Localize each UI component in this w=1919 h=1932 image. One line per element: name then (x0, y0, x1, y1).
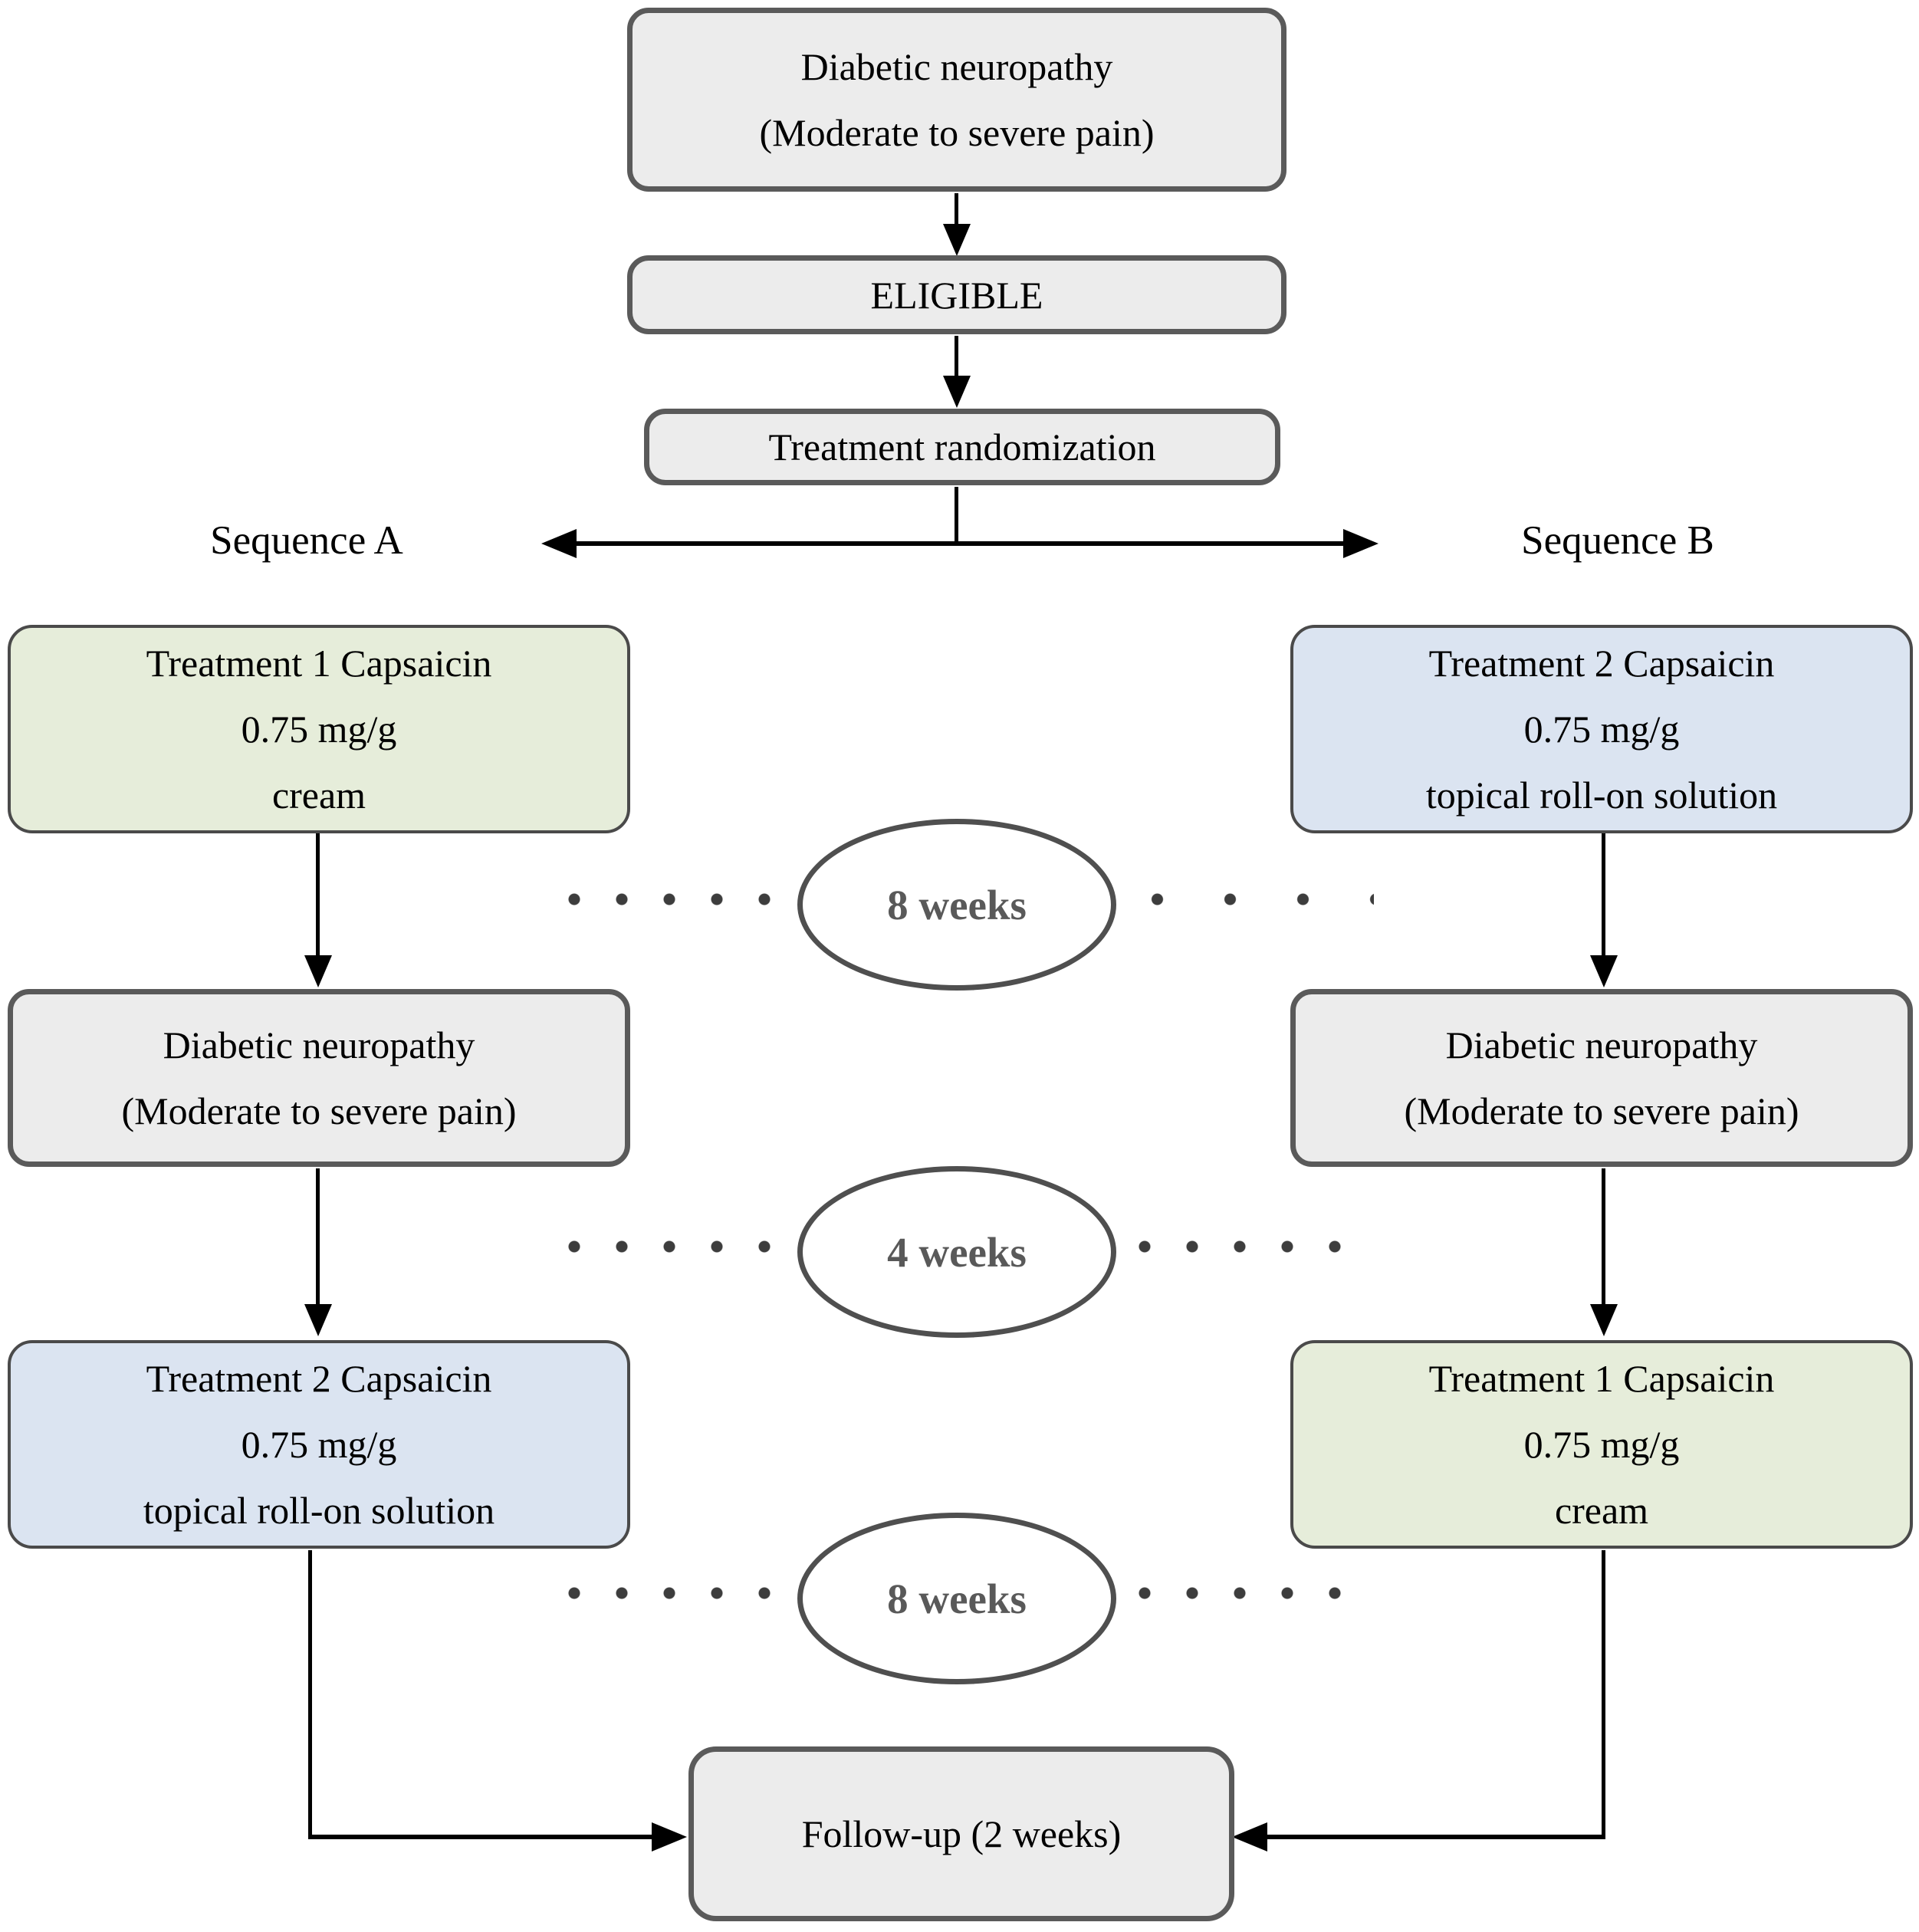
followup-label: Follow-up (2 weeks) (801, 1812, 1122, 1855)
arrow-b2-line (1602, 1168, 1605, 1306)
arrow-a2-head (304, 1304, 332, 1336)
randomization-split-stub (955, 487, 958, 544)
dots-left-duration-3 (550, 1586, 792, 1600)
seq-b-step3-line-3: cream (1554, 1489, 1649, 1532)
dots-right-duration-2 (1121, 1240, 1374, 1254)
eligible-label: ELIGIBLE (870, 273, 1043, 317)
seq-b-step1-line-3: topical roll-on solution (1425, 774, 1778, 816)
seq-b-step2-line-2: (Moderate to severe pain) (1404, 1089, 1799, 1132)
node-seq-a-assessment: Diabetic neuropathy (Moderate to severe … (8, 989, 630, 1167)
seq-b-step3-line-2: 0.75 mg/g (1523, 1423, 1680, 1466)
duration-1-label: 8 weeks (887, 881, 1027, 928)
seq-a-step1-line-3: cream (271, 774, 366, 816)
seq-a-step2-line-2: (Moderate to severe pain) (121, 1089, 517, 1132)
sequence-a-label: Sequence A (210, 518, 403, 563)
connector-b-vertical (1602, 1550, 1605, 1839)
duration-2-label: 4 weeks (887, 1228, 1027, 1276)
dots-right-duration-3 (1121, 1586, 1374, 1600)
node-seq-a-treatment1: Treatment 1 Capsaicin 0.75 mg/g cream (8, 625, 630, 833)
connector-b-horizontal (1267, 1835, 1605, 1839)
sequence-b-label: Sequence B (1521, 518, 1714, 563)
node-seq-b-treatment1: Treatment 1 Capsaicin 0.75 mg/g cream (1290, 1340, 1913, 1549)
arrow-b1-head (1590, 955, 1618, 987)
node-screening: Diabetic neuropathy (Moderate to severe … (627, 8, 1286, 192)
connector-b-head (1232, 1822, 1267, 1852)
dots-left-duration-2 (550, 1240, 792, 1254)
seq-a-step3-line-1: Treatment 2 Capsaicin (146, 1357, 492, 1400)
seq-b-step1-line-2: 0.75 mg/g (1523, 708, 1680, 751)
seq-a-step1-line-2: 0.75 mg/g (241, 708, 397, 751)
dots-left-duration-1 (550, 892, 792, 906)
duration-ellipse-3: 8 weeks (797, 1513, 1116, 1684)
split-arrow-line (573, 541, 1346, 546)
seq-a-step3-line-3: topical roll-on solution (143, 1489, 495, 1532)
connector-a-head (652, 1822, 687, 1852)
seq-b-step2-line-1: Diabetic neuropathy (1445, 1024, 1758, 1066)
node-randomization: Treatment randomization (644, 409, 1280, 485)
duration-3-label: 8 weeks (887, 1575, 1027, 1622)
seq-a-step1-line-1: Treatment 1 Capsaicin (146, 642, 492, 685)
screening-line-1: Diabetic neuropathy (800, 45, 1113, 88)
seq-b-step3-line-1: Treatment 1 Capsaicin (1428, 1357, 1775, 1400)
node-seq-a-treatment2: Treatment 2 Capsaicin 0.75 mg/g topical … (8, 1340, 630, 1549)
dots-right-duration-1 (1121, 892, 1374, 906)
arrow-screening-to-eligible-line (955, 193, 958, 228)
arrow-screening-to-eligible-head (943, 224, 971, 256)
seq-a-step2-line-1: Diabetic neuropathy (163, 1024, 475, 1066)
arrow-b2-head (1590, 1304, 1618, 1336)
node-eligible: ELIGIBLE (627, 255, 1286, 334)
node-seq-b-assessment: Diabetic neuropathy (Moderate to severe … (1290, 989, 1913, 1167)
connector-a-horizontal (308, 1835, 653, 1839)
screening-line-2: (Moderate to severe pain) (759, 111, 1155, 154)
arrow-eligible-to-randomization-line (955, 336, 958, 378)
node-seq-b-treatment2: Treatment 2 Capsaicin 0.75 mg/g topical … (1290, 625, 1913, 833)
arrow-a1-head (304, 955, 332, 987)
node-followup: Follow-up (2 weeks) (688, 1746, 1234, 1921)
connector-a-vertical (308, 1550, 312, 1839)
duration-ellipse-1: 8 weeks (797, 819, 1116, 991)
duration-ellipse-2: 4 weeks (797, 1166, 1116, 1338)
arrow-a1-line (316, 833, 320, 958)
seq-a-step3-line-2: 0.75 mg/g (241, 1423, 397, 1466)
seq-b-step1-line-1: Treatment 2 Capsaicin (1428, 642, 1775, 685)
split-arrow-left-head (541, 529, 577, 558)
split-arrow-right-head (1343, 529, 1378, 558)
randomization-label: Treatment randomization (768, 426, 1156, 468)
arrow-eligible-to-randomization-head (943, 376, 971, 408)
arrow-a2-line (316, 1168, 320, 1306)
arrow-b1-line (1602, 833, 1605, 958)
